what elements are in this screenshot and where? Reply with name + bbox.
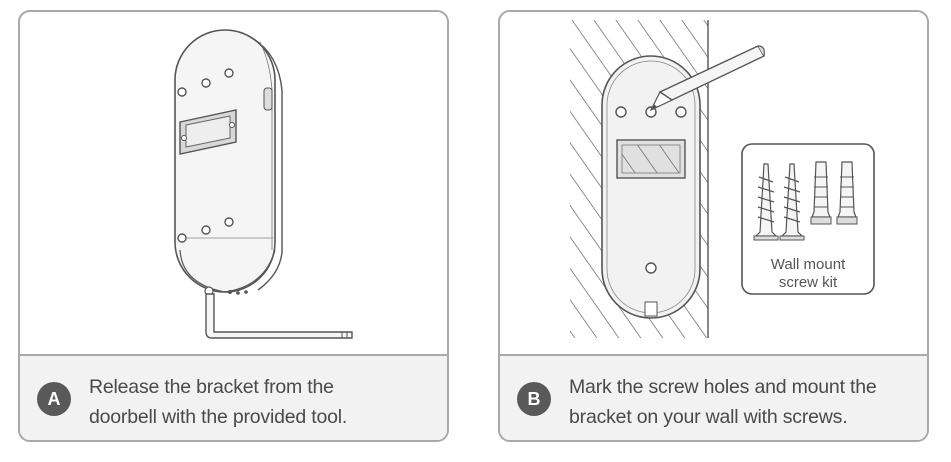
- pencil: [649, 45, 765, 112]
- screw-holes-top: [177, 68, 234, 97]
- step-b-instruction: Mark the screw holes and mount the brack…: [569, 372, 919, 432]
- wall-anchor-1: [810, 161, 832, 225]
- wall-screw-1: [753, 163, 779, 241]
- step-a-instruction: Release the bracket from the doorbell wi…: [89, 372, 439, 432]
- bracket-plate: [179, 109, 237, 155]
- step-a-panel: A Release the bracket from the doorbell …: [18, 10, 449, 442]
- screw-kit-label-line-1: Wall mount: [771, 256, 846, 273]
- step-b-instruction-line-1: Mark the screw holes and mount the: [569, 376, 877, 398]
- wall-screw-2: [779, 163, 805, 241]
- doorbell-body: [174, 29, 283, 293]
- step-a-caption: A Release the bracket from the doorbell …: [20, 354, 447, 440]
- step-b-panel: Wall mount screw kit B Mark the screw ho…: [498, 10, 929, 442]
- step-b-badge: B: [517, 382, 551, 416]
- mounting-bracket: [601, 55, 701, 319]
- wall-anchor-2: [836, 161, 858, 225]
- step-b-instruction-line-2: bracket on your wall with screws.: [569, 406, 848, 428]
- release-tool: [205, 293, 353, 339]
- step-a-instruction-line-2: doorbell with the provided tool.: [89, 406, 348, 428]
- bracket-wall-mount-illustration: Wall mount screw kit: [570, 20, 875, 338]
- screw-holes-bottom: [177, 217, 234, 243]
- step-a-badge: A: [37, 382, 71, 416]
- step-a-instruction-line-1: Release the bracket from the: [89, 376, 334, 398]
- doorbell-bracket-release-illustration: [174, 29, 353, 339]
- step-b-caption: B Mark the screw holes and mount the bra…: [500, 354, 927, 440]
- screw-kit-label-line-2: screw kit: [779, 274, 838, 291]
- screw-kit: Wall mount screw kit: [741, 143, 875, 295]
